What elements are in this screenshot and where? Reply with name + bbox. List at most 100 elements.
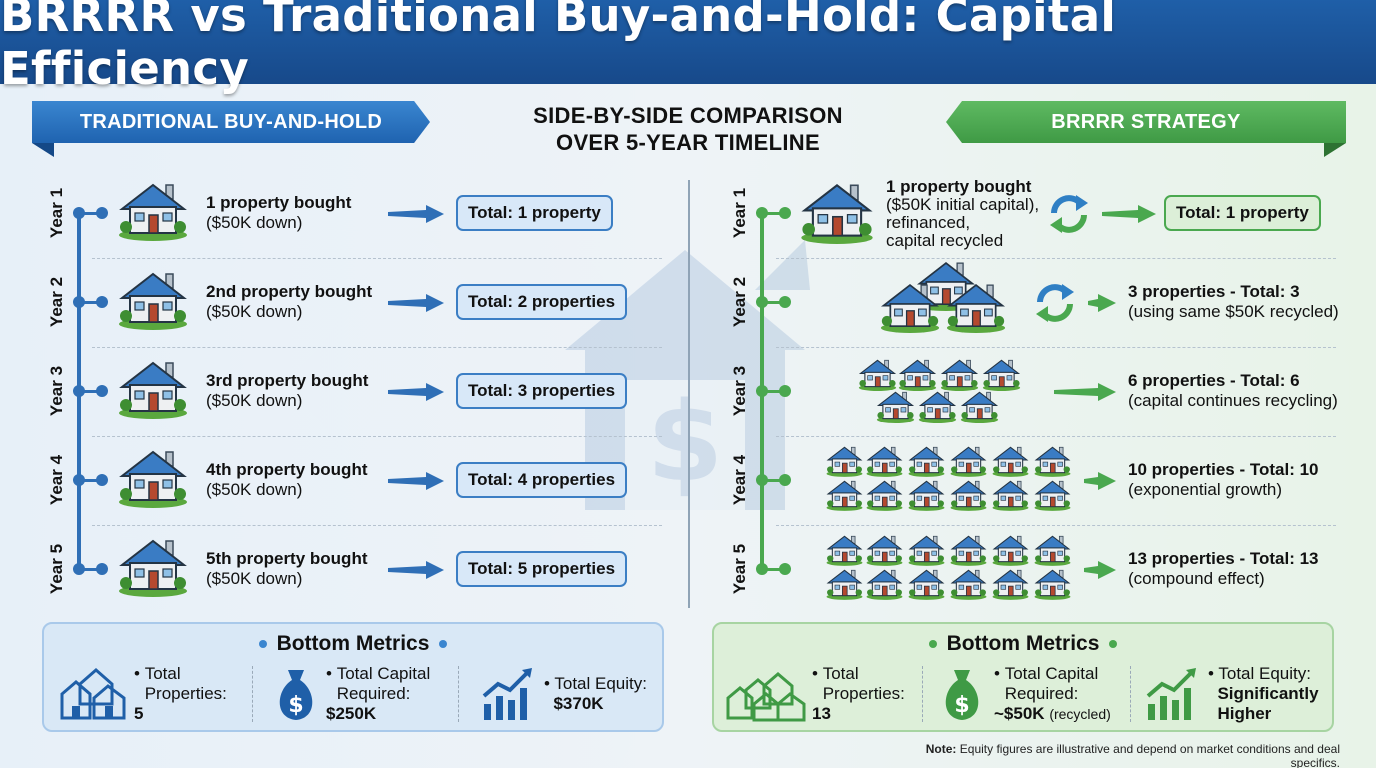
- arrow-icon: [388, 382, 444, 407]
- brrrr-timeline-dot: [756, 207, 768, 219]
- house-icon: [866, 567, 903, 605]
- traditional-total-equity: • Total Equity: $370K: [544, 674, 647, 713]
- house-icon: [908, 567, 945, 605]
- traditional-total-box: Total: 3 properties: [456, 373, 628, 409]
- traditional-total-box: Total: 4 properties: [456, 462, 628, 498]
- house-icon: [992, 444, 1029, 482]
- house-icon: [118, 268, 188, 335]
- house-icon: [946, 280, 1006, 338]
- brrrr-year-text: 10 properties - Total: 10(exponential gr…: [1128, 460, 1319, 499]
- traditional-timeline-stub: [80, 568, 100, 571]
- brrrr-year-text: 13 properties - Total: 13(compound effec…: [1128, 549, 1319, 588]
- traditional-timeline-stub: [80, 390, 100, 393]
- house-icon: [992, 478, 1029, 516]
- title-bar: BRRRR vs Traditional Buy-and-Hold: Capit…: [0, 0, 1376, 95]
- traditional-metrics-title: Bottom Metrics: [44, 632, 662, 656]
- traditional-year-label: Year 1: [47, 187, 66, 239]
- row-separator: [92, 525, 662, 526]
- traditional-timeline-stub: [80, 212, 100, 215]
- house-icon: [866, 533, 903, 571]
- growth-chart-icon: [482, 668, 532, 720]
- house-icon: [960, 389, 999, 428]
- row-separator: [776, 525, 1336, 526]
- brrrr-year-label: Year 5: [730, 543, 749, 595]
- row-separator: [776, 347, 1336, 348]
- house-icon: [880, 280, 940, 338]
- house-icon: [1034, 444, 1071, 482]
- money-bag-icon: $: [279, 670, 313, 720]
- growth-chart-icon: [1146, 668, 1196, 720]
- house-icon: [1034, 567, 1071, 605]
- brrrr-year-label: Year 3: [730, 365, 749, 417]
- house-icon: [908, 478, 945, 516]
- house-icon: [1034, 478, 1071, 516]
- brrrr-banner: BRRRR STRATEGY: [946, 101, 1346, 143]
- arrow-icon: [388, 560, 444, 585]
- brrrr-metrics-title: Bottom Metrics: [714, 632, 1332, 656]
- house-icon: [898, 357, 937, 396]
- brrrr-timeline-stub: [763, 301, 783, 304]
- house-icon: [118, 357, 188, 424]
- brrrr-year-label: Year 2: [730, 276, 749, 328]
- house-icon: [1034, 533, 1071, 571]
- traditional-timeline-dot: [73, 207, 85, 219]
- house-icon: [992, 567, 1029, 605]
- traditional-banner-fold: [32, 143, 54, 157]
- svg-text:$: $: [288, 693, 303, 718]
- brrrr-year1-text: 1 property bought ($50K initial capital)…: [886, 178, 1039, 250]
- traditional-total-box: Total: 1 property: [456, 195, 613, 231]
- traditional-timeline-dot: [96, 474, 108, 486]
- house-icon: [826, 567, 863, 605]
- traditional-year-label: Year 3: [47, 365, 66, 417]
- traditional-timeline-dot: [73, 385, 85, 397]
- brrrr-total-equity: • Total Equity: Significantly Higher: [1208, 664, 1319, 723]
- svg-text:$: $: [954, 693, 969, 718]
- house-icon: [118, 535, 188, 602]
- brrrr-timeline-dot: [779, 207, 791, 219]
- brrrr-timeline-dot: [756, 563, 768, 575]
- brrrr-timeline-dot: [756, 474, 768, 486]
- house-icon: [918, 389, 957, 428]
- traditional-timeline-dot: [73, 474, 85, 486]
- traditional-metrics-panel: Bottom Metrics • Total Properties:5 $ • …: [42, 622, 664, 732]
- center-divider: [688, 180, 690, 608]
- money-bag-icon: $: [945, 670, 979, 720]
- traditional-timeline-dot: [96, 563, 108, 575]
- traditional-timeline-dot: [73, 563, 85, 575]
- traditional-timeline-dot: [96, 207, 108, 219]
- brrrr-year-label: Year 1: [730, 187, 749, 239]
- brrrr-year-text: 3 properties - Total: 3(using same $50K …: [1128, 282, 1339, 321]
- traditional-total-box: Total: 5 properties: [456, 551, 628, 587]
- brrrr-total-properties: • Total Properties:13: [812, 664, 905, 723]
- arrow-icon: [1054, 382, 1116, 407]
- brrrr-timeline-dot: [779, 296, 791, 308]
- page-title: BRRRR vs Traditional Buy-and-Hold: Capit…: [0, 0, 1117, 95]
- houses-icon: [60, 668, 126, 720]
- house-icon: [118, 179, 188, 246]
- brrrr-year1-line3: refinanced,: [886, 213, 971, 232]
- brrrr-year1-total: Total: 1 property: [1164, 195, 1321, 231]
- house-icon: [118, 446, 188, 513]
- house-icon: [826, 444, 863, 482]
- subtitle-line-1: SIDE-BY-SIDE COMPARISON: [533, 103, 843, 128]
- footnote: Note: Equity figures are illustrative an…: [925, 742, 1340, 768]
- traditional-year-text: 3rd property bought($50K down): [206, 371, 369, 410]
- traditional-timeline-dot: [96, 385, 108, 397]
- house-icon: [940, 357, 979, 396]
- house-icon: [982, 357, 1021, 396]
- brrrr-timeline-stub: [763, 479, 783, 482]
- arrow-icon: [1084, 471, 1116, 496]
- row-separator: [92, 347, 662, 348]
- traditional-year-text: 2nd property bought($50K down): [206, 282, 373, 321]
- brrrr-total-capital: • Total Capital Required:~$50K (recycled…: [994, 664, 1111, 723]
- arrow-icon: [1088, 293, 1116, 318]
- traditional-total-properties: • Total Properties:5: [134, 664, 227, 723]
- traditional-year-label: Year 2: [47, 276, 66, 328]
- subtitle-line-2: OVER 5-YEAR TIMELINE: [556, 130, 820, 155]
- row-separator: [776, 436, 1336, 437]
- houses-cluster-icon: [726, 672, 806, 722]
- traditional-banner: TRADITIONAL BUY-AND-HOLD: [32, 101, 430, 143]
- traditional-timeline-stub: [80, 301, 100, 304]
- house-icon: [992, 533, 1029, 571]
- brrrr-timeline-dot: [779, 474, 791, 486]
